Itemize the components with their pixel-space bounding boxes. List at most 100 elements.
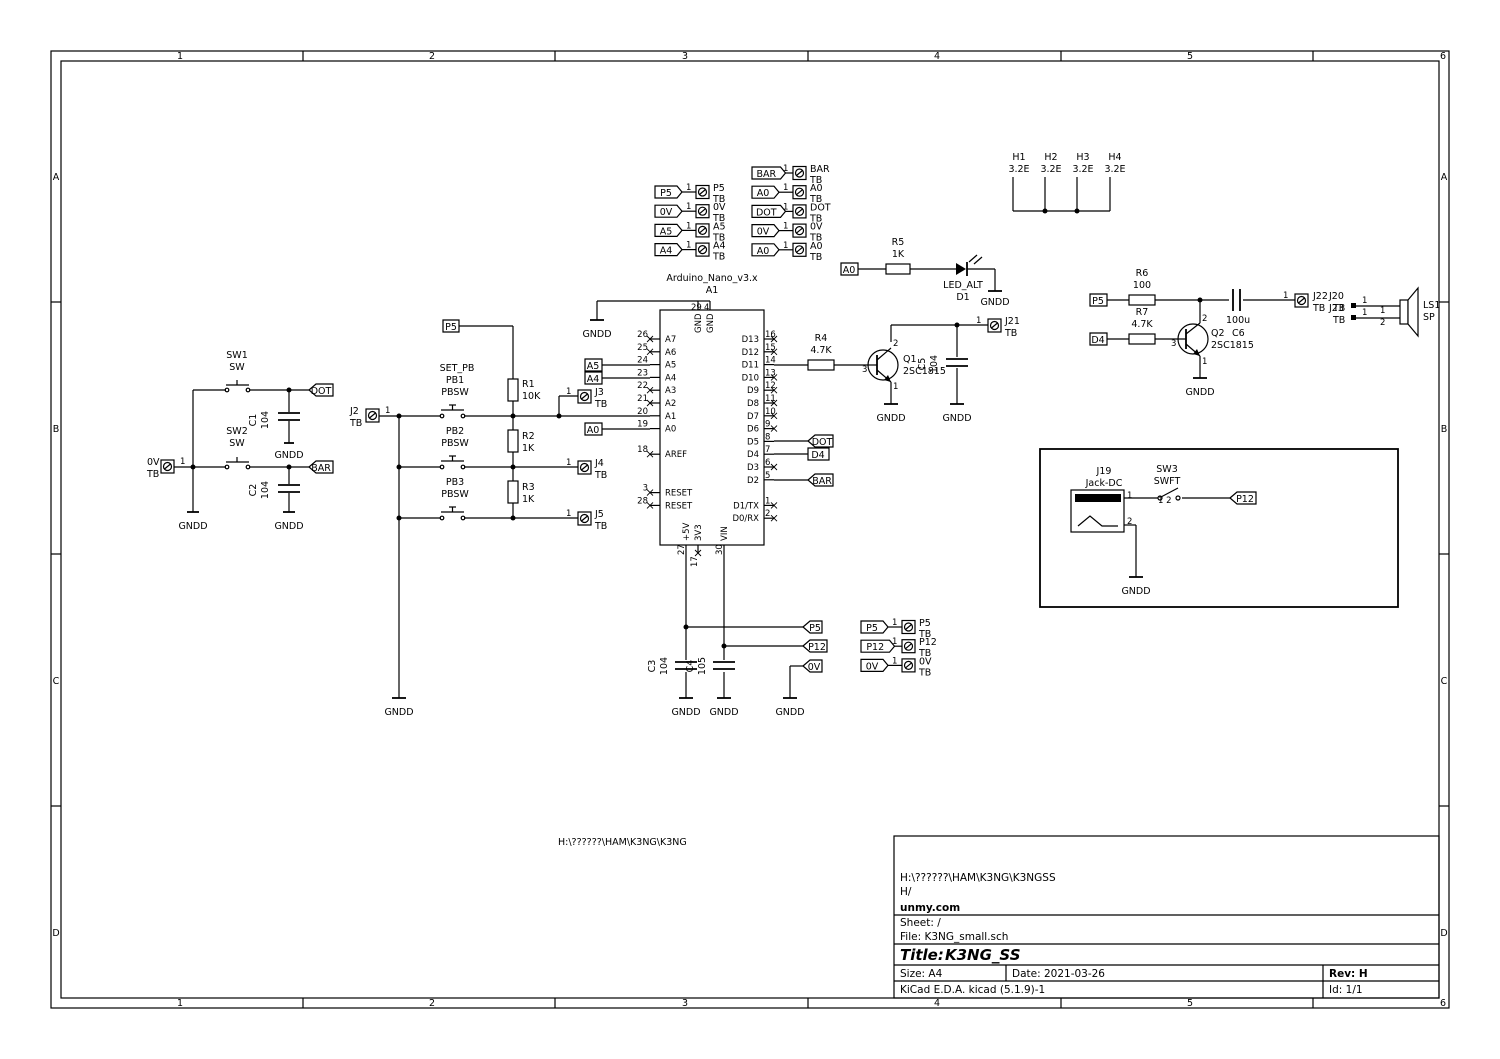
svg-text:PB3: PB3 <box>446 477 464 488</box>
svg-text:1: 1 <box>1202 357 1207 367</box>
terminal-j5[interactable]: 1 J5 TB <box>566 509 607 532</box>
svg-text:C2: C2 <box>248 484 259 497</box>
svg-text:TB: TB <box>809 213 822 224</box>
title-text: K3NG_SS <box>945 946 1021 964</box>
svg-text:GNDD: GNDD <box>178 521 207 532</box>
hole-value: 3.2E <box>1040 164 1061 175</box>
svg-text:SET_PB: SET_PB <box>440 363 475 374</box>
row-marker: B <box>1441 424 1448 435</box>
svg-text:J21: J21 <box>1004 316 1020 327</box>
svg-text:1 2: 1 2 <box>1158 496 1172 506</box>
jack-j19: J19 Jack-DC 1 2 <box>1070 466 1132 533</box>
svg-text:1: 1 <box>976 316 981 326</box>
terminal-j21[interactable]: 1 J21 TB <box>976 316 1020 339</box>
svg-text:25: 25 <box>637 343 648 353</box>
svg-text:D1: D1 <box>956 292 969 303</box>
svg-text:26: 26 <box>637 330 648 340</box>
label-p12: P12 <box>1229 491 1257 505</box>
svg-text:PB1: PB1 <box>446 375 464 386</box>
svg-text:A5: A5 <box>713 221 726 232</box>
svg-text:P5: P5 <box>919 618 931 629</box>
svg-text:100: 100 <box>1133 280 1151 291</box>
label-p5: P5 <box>442 319 460 333</box>
terminal-j20[interactable]: J20 TB 1 <box>1328 291 1367 314</box>
terminal-j23[interactable]: J23 TB 1 <box>1328 303 1367 326</box>
column-marker: 6 <box>1440 998 1446 1009</box>
svg-text:LED_ALT: LED_ALT <box>943 280 983 291</box>
svg-text:J3: J3 <box>594 387 604 398</box>
svg-text:0V: 0V <box>757 227 770 238</box>
svg-text:PB2: PB2 <box>446 426 464 437</box>
svg-text:27: 27 <box>677 544 687 555</box>
column-marker: 3 <box>682 51 688 62</box>
svg-text:2: 2 <box>1380 318 1385 328</box>
svg-text:1: 1 <box>686 183 691 193</box>
svg-text:8: 8 <box>765 432 770 442</box>
arduino-pin-d3: 6D3 <box>747 458 778 473</box>
column-marker: 5 <box>1187 51 1193 62</box>
dc-jack-box: J19 Jack-DC 1 2 SW3 SWFT 1 2 P12 GNDD <box>1039 448 1399 608</box>
svg-text:1K: 1K <box>892 249 905 260</box>
column-marker: 4 <box>934 998 940 1009</box>
gndd-symbol: GNDD <box>942 403 972 424</box>
terminal-j2[interactable]: J2 TB 1 <box>349 406 390 429</box>
svg-text:SP: SP <box>1423 312 1435 323</box>
svg-text:1: 1 <box>765 496 770 506</box>
svg-text:BAR: BAR <box>810 164 830 175</box>
svg-text:100u: 100u <box>1226 315 1250 326</box>
svg-text:D7: D7 <box>747 412 759 422</box>
terminal-j22[interactable]: 1 J22 TB <box>1283 291 1328 314</box>
svg-text:SWFT: SWFT <box>1154 476 1181 487</box>
hole-ref: H1 <box>1012 152 1025 163</box>
svg-text:10: 10 <box>765 407 776 417</box>
svg-text:R1: R1 <box>522 379 535 390</box>
svg-text:1: 1 <box>893 382 898 392</box>
column-marker: 1 <box>177 51 183 62</box>
svg-text:17: 17 <box>690 556 700 567</box>
svg-text:BAR: BAR <box>812 476 832 487</box>
terminal-j4[interactable]: 1 J4 TB <box>566 458 607 481</box>
label-p5: P5 <box>802 620 823 634</box>
svg-text:19: 19 <box>637 420 648 430</box>
label-bar: BAR <box>308 460 334 474</box>
svg-text:TB: TB <box>809 194 822 205</box>
column-marker: 1 <box>177 998 183 1009</box>
svg-text:DOT: DOT <box>311 386 332 397</box>
terminal-j3[interactable]: 1 J3 TB <box>566 387 607 410</box>
arduino-pin-d5: 8D5 <box>747 432 774 447</box>
svg-text:P5: P5 <box>809 623 821 634</box>
terminal-0v[interactable]: 0V TB 1 <box>146 457 185 480</box>
svg-text:D5: D5 <box>747 437 759 447</box>
svg-text:104: 104 <box>659 657 670 675</box>
svg-text:Q2: Q2 <box>1211 328 1225 339</box>
svg-text:SW2: SW2 <box>226 426 247 437</box>
svg-text:TB: TB <box>1332 315 1345 326</box>
svg-text:TB: TB <box>594 521 607 532</box>
svg-text:P12: P12 <box>808 642 826 653</box>
arduino-pin-d1-tx: 1D1/TX <box>733 496 778 511</box>
label-d4: D4 <box>1089 332 1108 346</box>
svg-text:A5: A5 <box>660 226 673 237</box>
q1-stage: R4 4.7K Q1 2SC1815 3 2 1 C5 104 1 J21 <box>774 316 1020 424</box>
capacitor-c4: C4 105 <box>685 657 735 675</box>
gndd-symbol: GNDD <box>1121 576 1151 597</box>
svg-text:D9: D9 <box>747 386 759 396</box>
